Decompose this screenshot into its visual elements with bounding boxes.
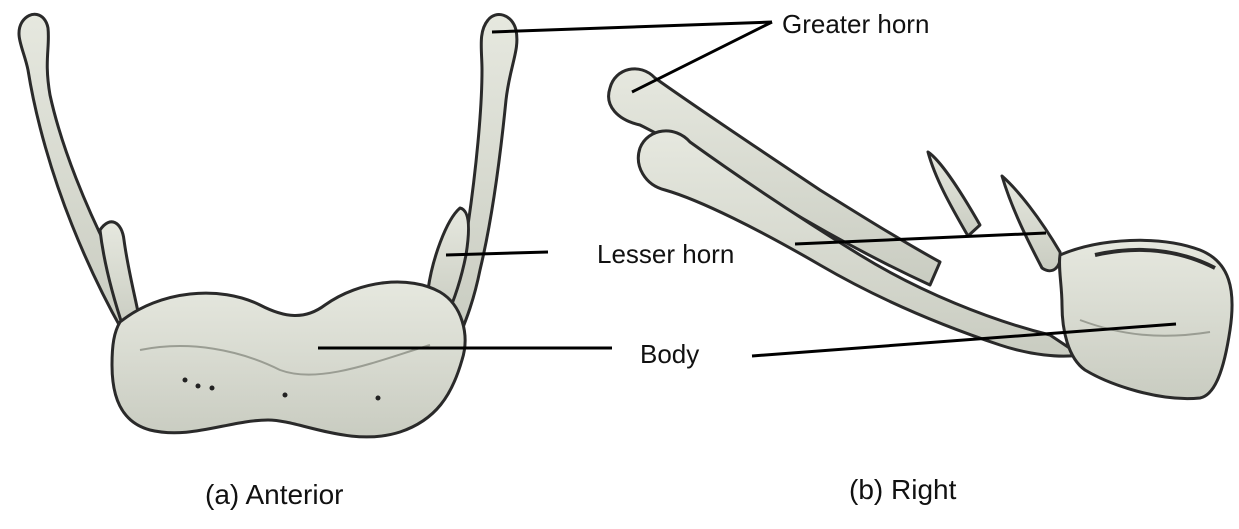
label-greater-horn: Greater horn [782, 11, 929, 37]
label-body: Body [640, 341, 699, 367]
right-lesser-horn-right [1002, 176, 1060, 271]
right-view-illustration [609, 69, 1232, 399]
caption-right: (b) Right [849, 476, 956, 504]
leader-greater-horn-right [632, 22, 772, 92]
caption-anterior: (a) Anterior [205, 481, 344, 509]
anterior-view-illustration [19, 14, 517, 437]
leader-greater-horn-anterior [492, 22, 772, 32]
right-lesser-horn-left [928, 152, 980, 236]
label-lesser-horn: Lesser horn [597, 241, 734, 267]
anterior-body [112, 282, 465, 437]
